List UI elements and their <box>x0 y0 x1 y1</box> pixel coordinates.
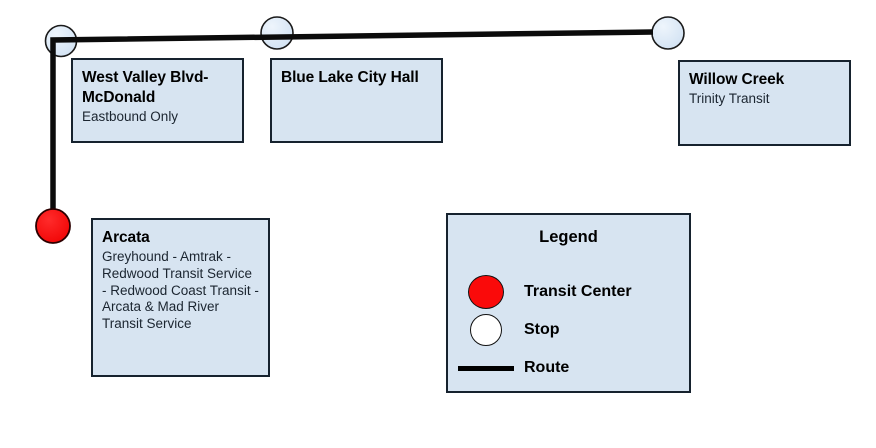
legend-row-transit-center: Transit Center <box>448 273 689 311</box>
legend-label-route: Route <box>524 359 570 376</box>
station-title-blue-lake: Blue Lake City Hall <box>281 69 419 86</box>
station-title-willow-creek: Willow Creek <box>689 71 785 88</box>
legend-label-transit-center: Transit Center <box>524 283 632 300</box>
legend: Legend Transit Center Stop Route <box>446 213 691 393</box>
station-subtitle-west-valley: Eastbound Only <box>82 108 179 124</box>
legend-label-stop: Stop <box>524 321 560 338</box>
open-circle-icon <box>448 314 524 346</box>
station-title-west-valley: West Valley Blvd-McDonald <box>82 69 209 106</box>
station-subtitle-arcata: Greyhound - Amtrak - Redwood Transit Ser… <box>102 248 259 332</box>
station-box-willow-creek: Willow Creek Trinity Transit <box>678 60 851 146</box>
station-title-arcata: Arcata <box>102 229 150 246</box>
stop-node-willow-creek <box>651 16 685 50</box>
legend-title: Legend <box>539 228 598 246</box>
filled-red-circle-icon <box>448 275 524 309</box>
stop-node-blue-lake <box>260 16 294 50</box>
legend-row-route: Route <box>448 349 689 387</box>
route-line-icon <box>448 365 524 371</box>
station-subtitle-willow-creek: Trinity Transit <box>689 90 770 106</box>
legend-row-stop: Stop <box>448 311 689 349</box>
station-box-blue-lake: Blue Lake City Hall <box>270 58 443 143</box>
transit-center-node-arcata <box>35 208 71 244</box>
station-box-west-valley: West Valley Blvd-McDonald Eastbound Only <box>71 58 244 143</box>
stop-node-west-valley <box>44 24 78 58</box>
station-box-arcata: Arcata Greyhound - Amtrak - Redwood Tran… <box>91 218 270 377</box>
